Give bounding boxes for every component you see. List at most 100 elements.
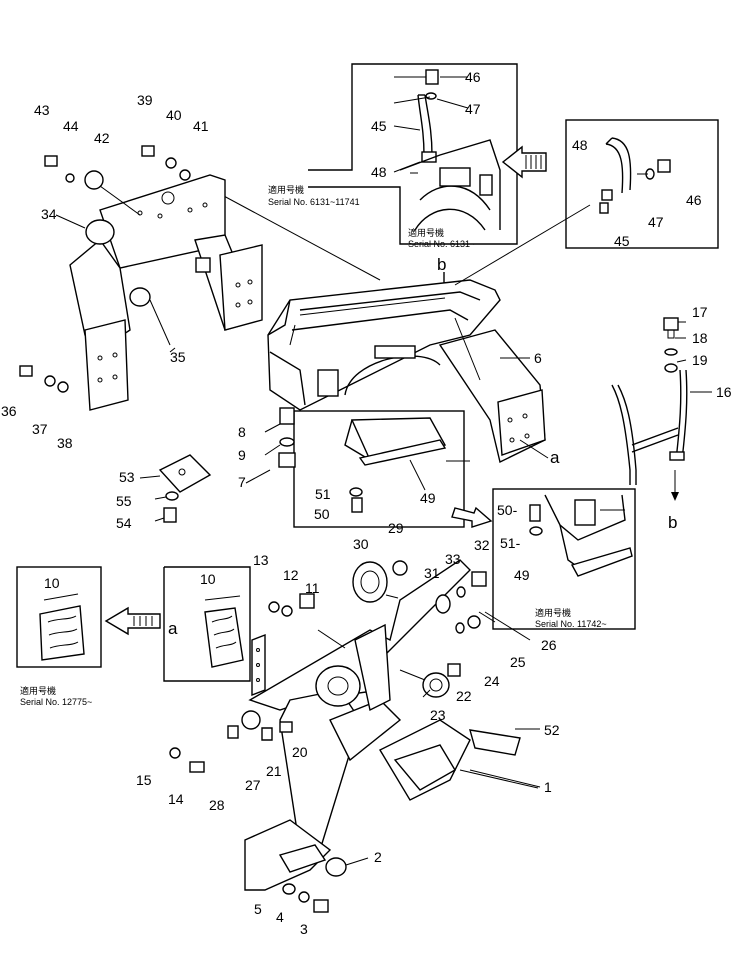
callout-10b: 10 <box>44 575 60 591</box>
callout-37: 37 <box>32 421 48 437</box>
callout-41: 41 <box>193 118 209 134</box>
callout-26: 26 <box>541 637 557 653</box>
inset-frame-bracket-49 <box>293 410 465 528</box>
callout-50b: 50- <box>497 502 518 518</box>
cross-member-1 <box>244 559 539 891</box>
callout-47b: 47 <box>648 214 664 230</box>
callout-32: 32 <box>474 537 490 553</box>
callout-2: 2 <box>374 849 382 865</box>
bolts-2-5 <box>282 857 347 913</box>
callout-35: 35 <box>170 349 186 365</box>
callout-38: 38 <box>57 435 73 451</box>
pins-20-28 <box>169 593 346 773</box>
inset-frame-serial-6131 <box>565 119 719 249</box>
callout-numbers: 1 2 3 4 5 6 7 8 9 10 10 11 12 13 14 15 1… <box>1 69 732 937</box>
bolt-43-parts <box>44 155 141 216</box>
callout-51a: 51 <box>315 486 331 502</box>
callout-42: 42 <box>94 130 110 146</box>
bushings-31-33 <box>435 571 531 641</box>
callout-46a: 46 <box>465 69 481 85</box>
callout-43: 43 <box>34 102 50 118</box>
callout-47a: 47 <box>465 101 481 117</box>
note-6131: Serial No. 6131~ <box>408 239 475 249</box>
reference-letters: b b a a <box>168 255 677 638</box>
note-12775-jp: 適用号機 <box>20 685 56 696</box>
callout-21: 21 <box>266 763 282 779</box>
callout-12: 12 <box>283 567 299 583</box>
callout-45b: 45 <box>614 233 630 249</box>
callout-49b: 49 <box>514 567 530 583</box>
callout-15: 15 <box>136 772 152 788</box>
bracket-49-detail <box>344 417 447 513</box>
callout-16: 16 <box>716 384 732 400</box>
inset-frame-plate-10 <box>163 566 251 682</box>
callout-46b: 46 <box>686 192 702 208</box>
bearing-30 <box>352 560 408 603</box>
callout-20: 20 <box>292 744 308 760</box>
callout-39: 39 <box>137 92 153 108</box>
callout-7: 7 <box>238 474 246 490</box>
callout-50a: 50 <box>314 506 330 522</box>
callout-14: 14 <box>168 791 184 807</box>
callout-17: 17 <box>692 304 708 320</box>
arrow-to-inset-11742 <box>451 506 493 528</box>
arrow-to-inset-11741 <box>501 145 547 179</box>
note-11742: Serial No. 11742~ <box>535 619 607 629</box>
plate-10-detail <box>204 595 244 668</box>
inset-11741-detail <box>399 69 501 231</box>
callout-44: 44 <box>63 118 79 134</box>
callout-13: 13 <box>253 552 269 568</box>
callout-22: 22 <box>456 688 472 704</box>
arrow-to-inset-12775 <box>104 606 161 636</box>
callout-55: 55 <box>116 493 132 509</box>
callout-36: 36 <box>1 403 17 419</box>
callout-5: 5 <box>254 901 262 917</box>
leader-a-main <box>519 439 549 459</box>
callout-51b: 51- <box>500 535 521 551</box>
note-11742-jp: 適用号機 <box>535 607 571 618</box>
note-11741-jp: 適用号機 <box>268 184 304 195</box>
callout-25: 25 <box>510 654 526 670</box>
serial-notes: 適用号機 Serial No. 6131~11741 適用号機 Serial N… <box>20 184 607 707</box>
callout-18: 18 <box>692 330 708 346</box>
callout-31: 31 <box>424 565 440 581</box>
callout-leaders <box>55 76 687 866</box>
ref-b-top: b <box>437 255 446 274</box>
leader-frame-to-inset-6131 <box>454 204 591 286</box>
callout-45a: 45 <box>371 118 387 134</box>
callout-1: 1 <box>544 779 552 795</box>
callout-49a: 49 <box>420 490 436 506</box>
plate-10-alt-detail <box>39 593 85 661</box>
note-6131-jp: 適用号機 <box>408 227 444 238</box>
callout-11: 11 <box>305 580 320 596</box>
callout-9: 9 <box>238 447 246 463</box>
arrow-lever-to-b <box>671 470 679 501</box>
callout-23: 23 <box>430 707 446 723</box>
callout-19: 19 <box>692 352 708 368</box>
callout-34: 34 <box>41 206 57 222</box>
bearing-23 <box>399 663 461 698</box>
callout-27: 27 <box>245 777 261 793</box>
callout-3: 3 <box>300 921 308 937</box>
callout-48a: 48 <box>371 164 387 180</box>
callout-24: 24 <box>484 673 500 689</box>
ref-b-lever: b <box>668 513 677 532</box>
side-bracket-34 <box>69 174 263 411</box>
inset-frame-serial-11741 <box>308 63 518 245</box>
bolt-39-washers <box>141 145 191 181</box>
callout-29: 29 <box>388 520 404 536</box>
callout-48b: 48 <box>572 137 588 153</box>
callout-8: 8 <box>238 424 246 440</box>
callout-10a: 10 <box>200 571 216 587</box>
callout-6: 6 <box>534 350 542 366</box>
ref-a-inset: a <box>168 619 178 638</box>
callout-52: 52 <box>544 722 560 738</box>
bushing-35 <box>129 287 171 346</box>
inset-6131-detail <box>599 137 671 214</box>
note-12775: Serial No. 12775~ <box>20 697 92 707</box>
inset-frame-serial-12775 <box>16 566 102 668</box>
leader-frame-to-bracket <box>221 194 381 281</box>
callout-28: 28 <box>209 797 225 813</box>
callout-40: 40 <box>166 107 182 123</box>
